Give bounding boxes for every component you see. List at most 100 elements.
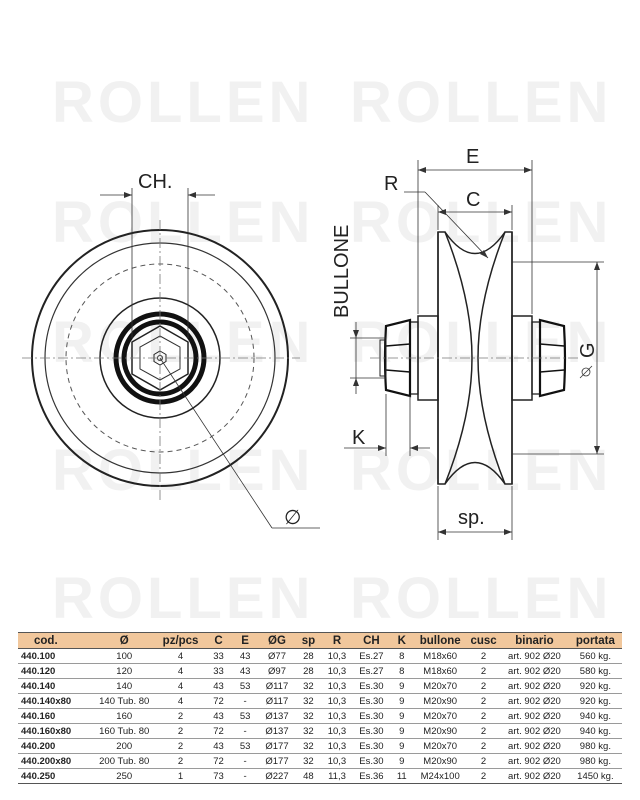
table-cell: 32 — [295, 738, 322, 754]
table-cell: 9 — [390, 723, 414, 739]
table-cell: 2 — [466, 663, 501, 679]
table-cell: 2 — [466, 723, 501, 739]
watermark: ROLLEN — [52, 190, 314, 255]
table-cell: M18x60 — [413, 663, 467, 679]
table-cell: Ø117 — [258, 678, 296, 694]
col-header: E — [231, 632, 259, 649]
product-code-cell: 440.120 — [18, 663, 93, 679]
table-cell: 940 kg. — [568, 723, 622, 739]
table-cell: 940 kg. — [568, 708, 622, 724]
table-cell: Es.30 — [352, 723, 391, 739]
table-cell: M20x90 — [413, 753, 467, 769]
table-cell: 28 — [295, 648, 322, 664]
table-cell: 33 — [205, 648, 232, 664]
table-cell: Ø177 — [258, 753, 296, 769]
table-cell: 32 — [295, 753, 322, 769]
col-header: cod. — [18, 632, 93, 649]
table-cell: Es.30 — [352, 753, 391, 769]
left-flange — [437, 231, 473, 485]
table-cell: 2 — [466, 693, 501, 709]
table-cell: art. 902 Ø20 — [500, 693, 569, 709]
table-cell: Es.27 — [352, 648, 391, 664]
table-cell: Ø177 — [258, 738, 296, 754]
bearing-ring-inner — [121, 319, 199, 397]
col-header: CH — [352, 632, 391, 649]
product-code-cell: 440.140 — [18, 678, 93, 694]
table-cell: 53 — [231, 738, 259, 754]
col-header: portata — [568, 632, 622, 649]
table-cell: Es.30 — [352, 708, 391, 724]
col-header: K — [390, 632, 414, 649]
table-cell: 4 — [155, 678, 206, 694]
table-cell: 32 — [295, 708, 322, 724]
table-cell: 43 — [231, 663, 259, 679]
bullone-label: BULLONE — [331, 225, 353, 318]
table-cell: art. 902 Ø20 — [500, 663, 569, 679]
nut-left — [383, 318, 412, 398]
table-cell: - — [231, 723, 259, 739]
table-cell: 10,3 — [321, 693, 353, 709]
product-code-cell: 440.200 — [18, 738, 93, 754]
col-header: binario — [500, 632, 569, 649]
table-cell: 2 — [155, 708, 206, 724]
table-cell: 10,3 — [321, 723, 353, 739]
table-cell: 980 kg. — [568, 738, 622, 754]
table-cell: Ø137 — [258, 723, 296, 739]
col-header: pz/pcs — [155, 632, 206, 649]
table-cell: 8 — [390, 663, 414, 679]
table-cell: art. 902 Ø20 — [500, 648, 569, 664]
table-cell: 9 — [390, 738, 414, 754]
table-cell: 32 — [295, 693, 322, 709]
table-cell: 11,3 — [321, 768, 353, 784]
col-header: cusc — [466, 632, 501, 649]
table-cell: 100 — [92, 648, 156, 664]
product-code-cell: 440.160 — [18, 708, 93, 724]
table-cell: 2 — [466, 708, 501, 724]
table-cell: - — [231, 768, 259, 784]
table-cell: art. 902 Ø20 — [500, 678, 569, 694]
table-cell: 140 Tub. 80 — [92, 693, 156, 709]
watermark-group: ROLLEN ROLLEN ROLLEN ROLLEN ROLLEN ROLLE… — [52, 70, 612, 620]
hex-nut-inner — [139, 335, 181, 381]
table-cell: 10,3 — [321, 753, 353, 769]
diameter-label: ∅ — [284, 507, 301, 529]
table-cell: 2 — [466, 768, 501, 784]
r-label: R — [384, 173, 398, 195]
col-header: sp — [295, 632, 322, 649]
table-cell: 72 — [205, 693, 232, 709]
table-cell: 33 — [205, 663, 232, 679]
table-cell: 920 kg. — [568, 693, 622, 709]
technical-drawing: ROLLEN ROLLEN ROLLEN ROLLEN ROLLEN ROLLE… — [22, 70, 612, 620]
table-cell: 10,3 — [321, 648, 353, 664]
watermark: ROLLEN — [350, 566, 612, 620]
table-cell: 32 — [295, 723, 322, 739]
table-cell: 160 Tub. 80 — [92, 723, 156, 739]
table-cell: 43 — [205, 678, 232, 694]
table-cell: 32 — [295, 678, 322, 694]
product-code-cell: 440.160x80 — [18, 723, 93, 739]
table-cell: Es.30 — [352, 738, 391, 754]
table-cell: 2 — [466, 753, 501, 769]
product-code-cell: 440.200x80 — [18, 753, 93, 769]
c-label: C — [466, 189, 480, 211]
table-cell: 120 — [92, 663, 156, 679]
table-cell: 9 — [390, 708, 414, 724]
table-cell: M20x90 — [413, 693, 467, 709]
e-label: E — [466, 146, 479, 168]
table-cell: 2 — [155, 738, 206, 754]
k-label: K — [352, 427, 366, 449]
table-cell: Ø137 — [258, 708, 296, 724]
table-cell: - — [231, 753, 259, 769]
table-cell: 580 kg. — [568, 663, 622, 679]
table-cell: M24x100 — [413, 768, 467, 784]
table-cell: Ø117 — [258, 693, 296, 709]
table-cell: M20x70 — [413, 678, 467, 694]
table-header-row: cod. Ø pz/pcs C E ØG sp R CH K bullone c… — [18, 632, 622, 649]
table-cell: 10,3 — [321, 708, 353, 724]
table-cell: 2 — [155, 753, 206, 769]
table-cell: 9 — [390, 753, 414, 769]
